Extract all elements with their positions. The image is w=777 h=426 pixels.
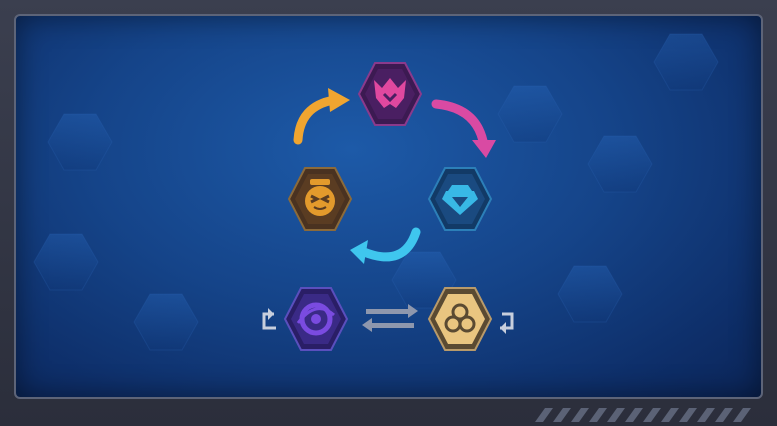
frame-corner-stripes	[535, 408, 751, 422]
self-loop-arrow-right	[500, 312, 514, 334]
background-hexagons	[33, 33, 719, 351]
counter-diagram-panel	[14, 14, 763, 399]
bg-hexagon	[133, 293, 199, 351]
bg-hexagon	[587, 135, 653, 193]
arrow-pink-to-cyan	[431, 99, 496, 158]
pink-role-icon	[357, 62, 423, 126]
arrow-orange-to-pink	[293, 88, 350, 145]
gold-role-icon	[427, 287, 493, 351]
bg-hexagon	[557, 265, 623, 323]
panel-canvas	[33, 33, 719, 351]
bg-hexagon	[653, 33, 719, 91]
self-loop-arrow-left	[262, 308, 276, 330]
bg-hexagon	[33, 233, 99, 291]
cyan-role-icon	[427, 167, 493, 231]
bg-hexagon	[47, 113, 113, 171]
arrow-cyan-to-orange	[350, 227, 421, 264]
bg-hexagon	[497, 85, 563, 143]
exchange-arrows	[362, 304, 418, 332]
purple-role-icon	[283, 287, 349, 351]
orange-role-icon	[287, 167, 353, 231]
